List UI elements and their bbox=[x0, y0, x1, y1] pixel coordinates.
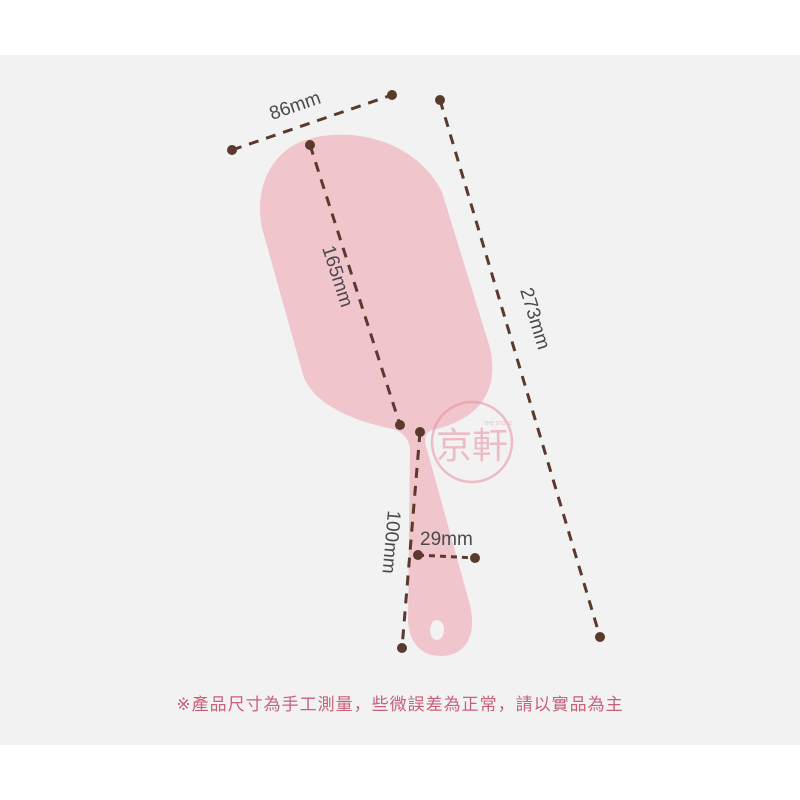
svg-text:京軒: 京軒 bbox=[436, 426, 508, 467]
dimension-endpoints bbox=[227, 90, 605, 653]
label-handle-length: 100mm bbox=[377, 510, 403, 575]
paddle-shape bbox=[259, 134, 493, 657]
label-handle-width: 29mm bbox=[420, 529, 473, 550]
watermark-logo: 京軒 THE STORE bbox=[430, 400, 514, 484]
label-head-width: 86mm bbox=[267, 88, 324, 125]
hanging-hole bbox=[430, 620, 444, 640]
label-total-length: 273mm bbox=[515, 285, 554, 352]
dim-line-total-length bbox=[438, 99, 602, 638]
dim-line-handle-width bbox=[417, 553, 476, 560]
measurement-disclaimer: ※產品尺寸為手工測量，些微誤差為正常，請以實品為主 bbox=[176, 695, 624, 715]
svg-text:THE STORE: THE STORE bbox=[483, 421, 512, 427]
dim-line-head-length bbox=[308, 144, 402, 426]
dim-line-handle-length bbox=[400, 431, 422, 649]
